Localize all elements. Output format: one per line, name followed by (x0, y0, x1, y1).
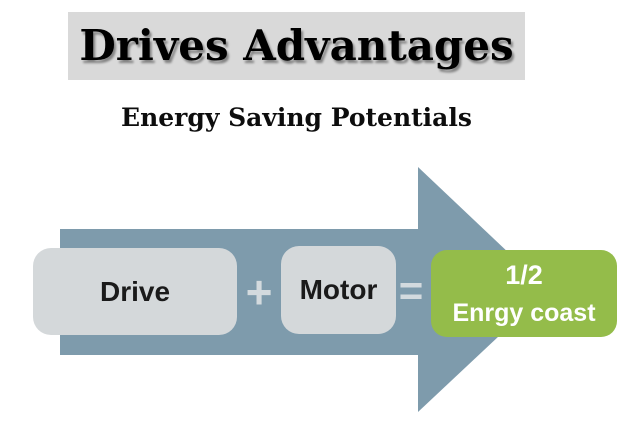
page-title: Drives Advantages (79, 21, 514, 70)
motor-box-label: Motor (299, 274, 378, 305)
equals-operator: = (398, 267, 424, 314)
result-box-label: Enrgy coast (452, 298, 596, 327)
drive-box-label: Drive (99, 275, 171, 307)
page-subtitle: Energy Saving Potentials (121, 102, 472, 132)
result-box: 1/2 Enrgy coast (431, 250, 617, 337)
plus-operator: + (245, 266, 273, 318)
result-box-fraction: 1/2 (505, 259, 543, 290)
drive-box: Drive (33, 248, 237, 335)
motor-box: Motor (281, 246, 396, 334)
title-highlight-strip: Drives Advantages (68, 12, 525, 80)
